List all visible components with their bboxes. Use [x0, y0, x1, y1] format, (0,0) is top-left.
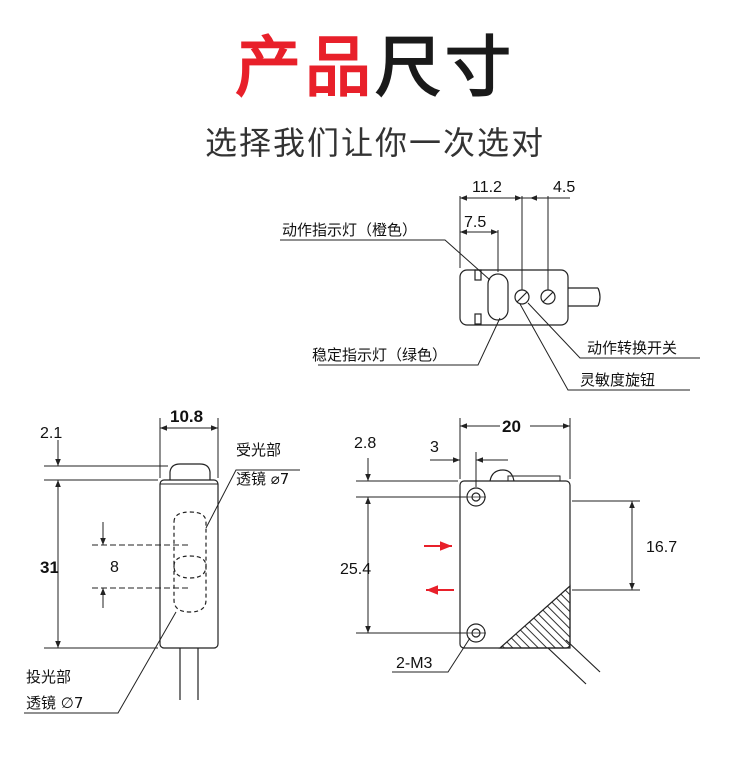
leader-action-led: [280, 239, 491, 281]
dim-10-8: 10.8: [170, 407, 203, 426]
top-view: [280, 195, 700, 391]
hatched-section: [498, 584, 571, 649]
action-led-icon: [487, 273, 509, 321]
receiver-label-2: 透镜 ⌀7: [236, 470, 289, 488]
leader-stable-led: [318, 317, 501, 366]
dim-31: 31: [40, 558, 59, 577]
top-body: [459, 269, 569, 326]
sensitivity-knob-label: 灵敏度旋钮: [580, 371, 655, 389]
dim-8: 8: [110, 559, 119, 576]
emitter-lens: [173, 555, 207, 613]
dim-2-8: 2.8: [354, 435, 376, 452]
dim-16-7: 16.7: [646, 539, 677, 556]
side-body: [159, 479, 219, 649]
action-switch-label: 动作转换开关: [587, 339, 677, 357]
leader-emitter: [24, 611, 177, 714]
title-black: 尺寸: [375, 29, 515, 106]
side-view: [24, 418, 300, 714]
leader-switch: [527, 302, 700, 359]
dim-11-2: 11.2: [472, 179, 502, 196]
emitter-label-2: 透镜 ∅7: [26, 694, 83, 712]
dim-4-5: 4.5: [553, 179, 575, 196]
title-red: 产品: [235, 29, 375, 106]
stable-led-label: 稳定指示灯（绿色）: [312, 346, 447, 364]
receiver-label-1: 受光部: [236, 441, 281, 459]
dim-3: 3: [430, 439, 439, 456]
leader-receiver: [205, 469, 300, 529]
top-cable: [568, 287, 598, 307]
leader-mount-holes: [392, 637, 471, 673]
dim-2-1: 2.1: [40, 425, 62, 442]
dim-20: 20: [502, 417, 521, 436]
front-view: [356, 418, 640, 685]
page-title: 产品尺寸: [0, 28, 750, 108]
dim-7-5: 7.5: [464, 214, 486, 231]
action-led-label: 动作指示灯（橙色）: [282, 221, 417, 239]
emitter-label-1: 投光部: [26, 668, 71, 686]
mount-holes-label: 2-M3: [396, 655, 433, 672]
leader-knob: [519, 303, 690, 391]
dim-25-4: 25.4: [340, 561, 371, 578]
page-subtitle: 选择我们让你一次选对: [204, 124, 545, 162]
